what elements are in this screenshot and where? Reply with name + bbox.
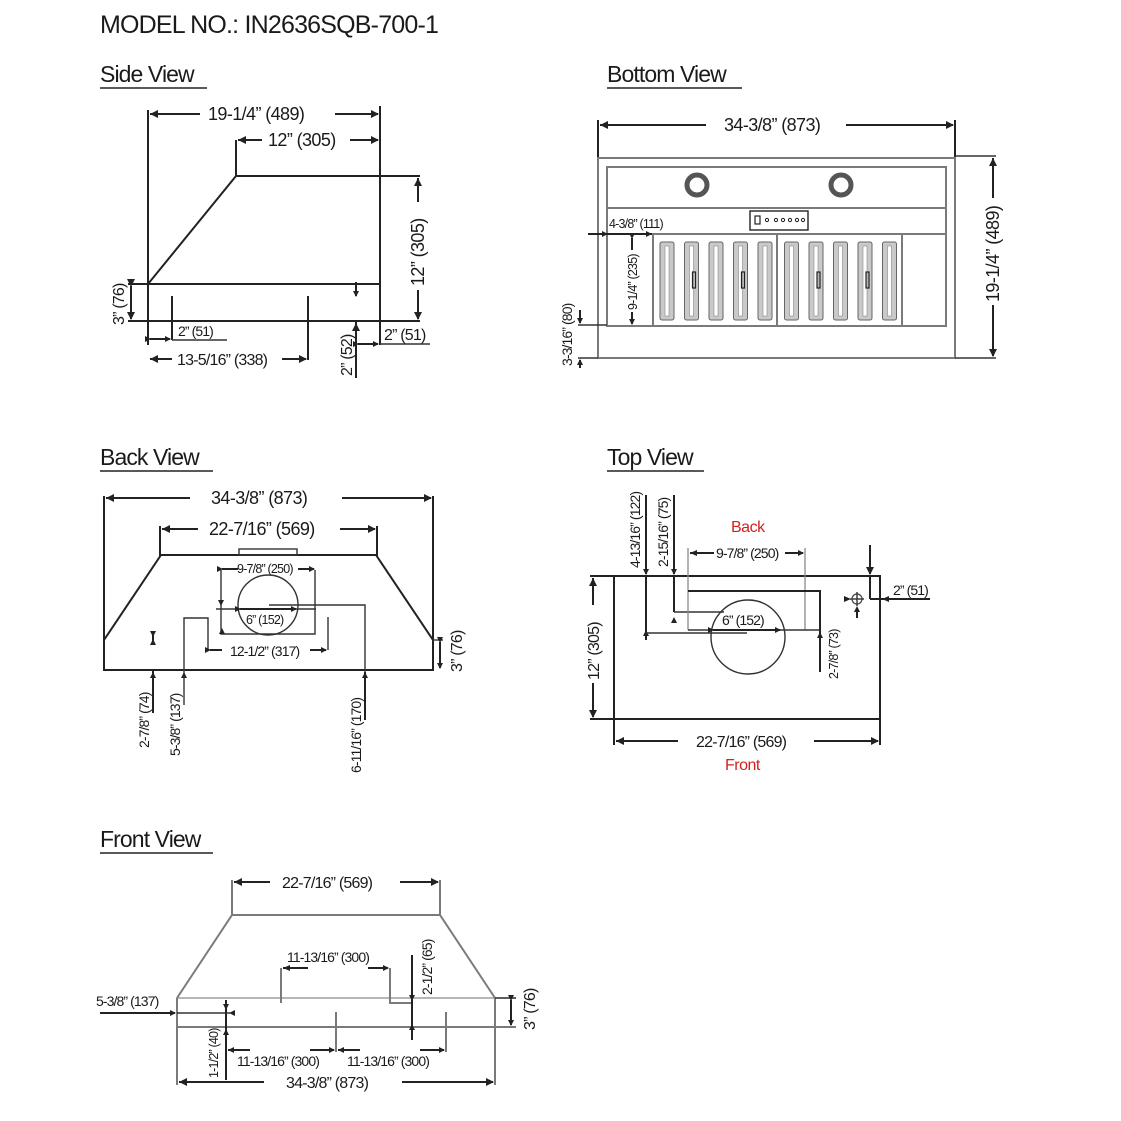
bottom-width: 34-3/8” (873) <box>724 115 820 135</box>
back-width: 34-3/8” (873) <box>211 488 307 508</box>
filter-slot-inner <box>813 245 819 317</box>
top-duct-diameter: 6” (152) <box>722 612 764 628</box>
top-duct-offset: 2-7/8” (73) <box>827 629 841 679</box>
back-top-width: 22-7/16” (569) <box>209 519 315 539</box>
top-offset1: 4-13/16” (122) <box>627 492 643 568</box>
front-recess: 2-1/2” (65) <box>419 939 435 995</box>
top-depth: 12” (305) <box>586 622 603 680</box>
filter-handle-icon <box>865 271 870 289</box>
top-side-offset: 2” (51) <box>893 582 928 598</box>
side-bottom-recess: 2” (52) <box>339 334 356 376</box>
top-outline <box>613 575 881 720</box>
back-duct-span: 9-7/8” (250) <box>237 562 293 576</box>
front-lower-h: 1-1/2” (40) <box>207 1028 221 1078</box>
control-button-icon <box>764 217 770 223</box>
side-view-title: Side View <box>100 61 195 87</box>
top-view: Top View Back Front 4-13/16” (122) 2-15/… <box>586 444 930 774</box>
control-panel <box>749 210 809 231</box>
front-top-width: 22-7/16” (569) <box>282 875 373 892</box>
back-view: Back View 34-3/8” (873) 22-7/16” (569) 9… <box>100 444 466 773</box>
light-icon <box>828 172 854 198</box>
control-button-icon <box>787 217 793 223</box>
filter-handle-icon <box>816 271 821 289</box>
front-upper-span: 11-13/16” (300) <box>287 949 369 965</box>
filter-slot-inner <box>838 245 843 317</box>
top-label-front: Front <box>725 757 761 774</box>
control-button-icon <box>794 217 800 223</box>
filter-slot-inner <box>738 245 743 317</box>
side-right-offset: 2” (51) <box>384 327 426 344</box>
front-span-right: 11-13/16” (300) <box>347 1053 429 1069</box>
back-bracket-span: 12-1/2” (317) <box>230 643 299 659</box>
bottom-depth: 19-1/4” (489) <box>983 206 1003 302</box>
control-button-icon <box>800 217 806 223</box>
back-view-title: Back View <box>100 444 200 470</box>
filter-slot-inner <box>789 245 794 317</box>
top-view-title: Top View <box>607 444 694 470</box>
front-left-offset: 5-3/8” (137) <box>96 993 159 1009</box>
filter-handle-icon <box>740 271 746 289</box>
bottom-filter-depth: 9-1/4” (235) <box>626 254 640 310</box>
top-width: 22-7/16” (569) <box>696 734 787 751</box>
model-number: MODEL NO.: IN2636SQB-700-1 <box>100 11 438 39</box>
bottom-view: Bottom View 34-3/8” (873) 4 <box>559 61 1003 368</box>
side-height: 12” (305) <box>408 218 428 286</box>
side-overall-depth: 19-1/4” (489) <box>208 104 304 124</box>
filter-slot-inner <box>862 245 868 317</box>
front-view-title: Front View <box>100 826 202 852</box>
filter-slot-inner <box>664 245 670 317</box>
front-hood-outline <box>176 914 496 999</box>
back-h2: 5-3/8” (137) <box>167 693 183 756</box>
light-icon <box>684 172 710 198</box>
side-view: Side View 19-1/4” (489) 12” (305) 12” (3… <box>100 61 430 378</box>
bottom-front-margin: 3-3/16” (80) <box>559 303 575 366</box>
control-button-icon <box>780 217 786 223</box>
filter-slot-inner <box>713 245 719 317</box>
front-span-left: 11-13/16” (300) <box>237 1053 319 1069</box>
side-left-offset: 2” (51) <box>178 323 213 339</box>
control-button-icon <box>773 217 779 223</box>
back-h1: 2-7/8” (74) <box>136 692 152 748</box>
top-offset2: 2-15/16” (75) <box>655 498 671 567</box>
filter-slot-inner <box>762 245 768 317</box>
front-width: 34-3/8” (873) <box>286 1075 369 1092</box>
side-top-depth: 12” (305) <box>268 130 336 150</box>
bottom-view-title: Bottom View <box>607 61 727 87</box>
back-duct-diameter: 6” (152) <box>246 613 284 627</box>
back-h3: 6-11/16” (170) <box>348 698 364 773</box>
power-button-icon <box>754 215 761 225</box>
front-view: Front View 22-7/16” (569) 11-13/16” (300… <box>96 826 539 1092</box>
front-skirt: 3” (76) <box>522 988 539 1030</box>
filter-slot-inner <box>689 245 694 317</box>
top-duct-span: 9-7/8” (250) <box>716 545 779 561</box>
side-skirt: 3” (76) <box>111 283 128 325</box>
filter-slot-inner <box>887 245 892 317</box>
top-duct-circle <box>710 599 786 675</box>
bottom-outline <box>597 157 956 359</box>
filter-slots <box>659 241 897 321</box>
top-label-back: Back <box>731 519 766 536</box>
side-hood-outline <box>147 175 381 285</box>
back-skirt: 3” (76) <box>449 630 466 672</box>
bottom-filter-offset: 4-3/8” (111) <box>609 217 663 231</box>
side-mount-span: 13-5/16” (338) <box>177 352 268 369</box>
filter-handle-icon <box>691 271 697 289</box>
